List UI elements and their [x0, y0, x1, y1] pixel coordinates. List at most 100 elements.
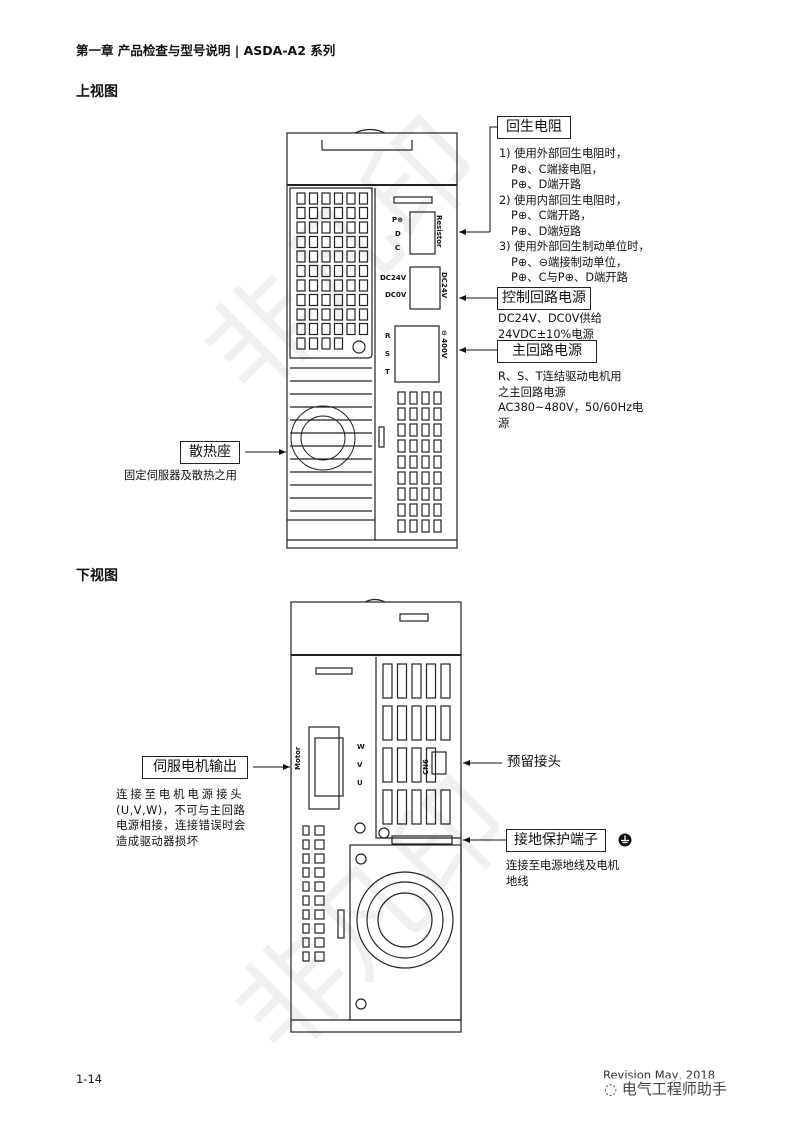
vent-slot	[302, 825, 310, 836]
vent-slot	[411, 705, 422, 741]
cn6-label: CN6	[422, 759, 430, 775]
heatsink-desc: 固定伺服器及散热之用	[124, 468, 237, 484]
vent-slot	[321, 322, 331, 336]
vent-slot	[321, 250, 331, 263]
ground-icon	[618, 833, 632, 847]
desc-line: P⊕、C端开路，	[511, 209, 592, 222]
vent-slot	[314, 909, 325, 920]
vent-slot	[333, 279, 344, 292]
bottom-view-drive	[290, 598, 462, 1033]
desc-line: P⊕、C与P⊕、D端开路	[511, 271, 628, 284]
vent-slot	[346, 322, 356, 336]
resistor-label: Resistor	[435, 215, 443, 248]
desc-line: P⊕、D端短路	[511, 224, 582, 238]
vent-slot	[302, 951, 310, 962]
vent-slot	[433, 423, 442, 437]
400v-label: ⊖ 400V	[440, 330, 448, 359]
vent-slot	[333, 322, 344, 336]
vent-slot	[433, 519, 442, 533]
desc-line: 源	[498, 416, 510, 430]
vent-slot	[433, 407, 442, 421]
vent-slot	[346, 308, 356, 321]
vent-slot	[421, 423, 430, 437]
vent-slot	[302, 867, 310, 878]
vent-slot	[296, 279, 306, 292]
vent-slot	[314, 867, 325, 878]
main-power-desc: R、S、T连结驱动电机用 之主回路电源 AC380~480V，50/60Hz电 …	[498, 369, 643, 431]
page-number: 1-14	[76, 1072, 103, 1086]
vent-slot	[397, 471, 406, 485]
vent-slot	[382, 705, 393, 741]
vent-slot	[321, 308, 331, 321]
vent-slot	[421, 471, 430, 485]
vent-slot	[308, 322, 319, 336]
leader-lines	[245, 126, 506, 843]
vent-slot	[411, 747, 422, 783]
vent-slot	[296, 264, 306, 278]
vent-slot	[321, 337, 331, 350]
desc-line: 地线	[506, 874, 529, 888]
terminal-r: R	[385, 332, 391, 340]
vent-slot	[382, 663, 393, 699]
vent-slot	[397, 391, 406, 405]
motor-label: Motor	[294, 746, 302, 770]
wechat-watermark: ◌ 电气工程师助手	[604, 1078, 727, 1099]
vent-slot	[433, 455, 442, 469]
vent-slot	[296, 235, 306, 249]
dc24v-label: DC24V	[440, 272, 448, 299]
top-view-drive	[286, 128, 458, 549]
vent-slot	[421, 407, 430, 421]
vent-slot	[358, 279, 369, 292]
vent-slot	[433, 391, 442, 405]
terminal-v: V	[357, 761, 363, 769]
vent-slot	[440, 705, 451, 741]
vent-slot	[314, 923, 325, 934]
vent-slot	[411, 789, 422, 825]
wechat-icon: ◌	[604, 1080, 618, 1098]
vent-slot	[321, 192, 331, 205]
vent-slot	[296, 308, 306, 321]
desc-line: AC380~480V，50/60Hz电	[498, 401, 644, 414]
vent-slot	[308, 192, 319, 205]
reserved-connector-label: 预留接头	[507, 754, 561, 770]
vent-slot	[296, 206, 306, 220]
vent-slot	[314, 895, 325, 906]
desc-line: 电源相接，连接错误时会	[116, 819, 246, 832]
vent-slot	[346, 192, 356, 205]
vent-slot	[321, 264, 331, 278]
vent-slot	[333, 221, 344, 234]
desc-line: 2) 使用内部回生电阻时，	[499, 193, 628, 207]
vent-slot	[433, 503, 442, 517]
top-view-title: 上视图	[76, 84, 118, 100]
vent-slot	[433, 439, 442, 453]
vent-slot	[296, 221, 306, 234]
vent-slot	[411, 663, 422, 699]
vent-slot	[296, 293, 306, 307]
wechat-watermark-text: 电气工程师助手	[621, 1080, 727, 1098]
vent-slot	[358, 293, 369, 307]
vent-slot	[409, 471, 418, 485]
vent-slot	[302, 909, 310, 920]
terminal-c: C	[395, 244, 400, 252]
vent-slot	[296, 250, 306, 263]
heatsink-label: 散热座	[180, 441, 240, 464]
terminal-s: S	[385, 350, 390, 358]
vent-slot	[308, 221, 319, 234]
vent-slot	[302, 853, 310, 864]
vent-slot	[425, 663, 437, 699]
control-power-desc: DC24V、DC0V供给 24VDC±10%电源	[498, 311, 602, 342]
vent-slot	[396, 705, 408, 741]
vent-slot	[358, 192, 369, 205]
vent-slot	[409, 487, 418, 501]
desc-line: R、S、T连结驱动电机用	[498, 370, 622, 383]
desc-line: 之主回路电源	[498, 385, 566, 399]
vent-slot	[308, 206, 319, 220]
vent-slot	[433, 487, 442, 501]
regen-resistor-label: 回生电阻	[497, 116, 571, 139]
desc-line: 固定伺服器及散热之用	[124, 469, 237, 482]
vent-slot	[308, 308, 319, 321]
vent-slot	[314, 937, 325, 948]
motor-output-desc: 连接至电机电源接头 (U,V,W)，不可与主回路 电源相接，连接错误时会 造成驱…	[116, 787, 246, 849]
vent-slot	[346, 235, 356, 249]
vent-slot	[302, 881, 310, 892]
